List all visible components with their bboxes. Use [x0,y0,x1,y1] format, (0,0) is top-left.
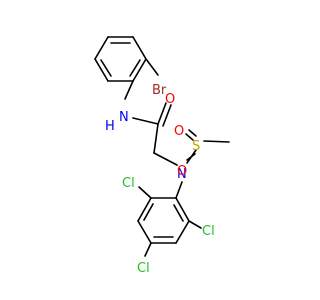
bond [124,80,134,100]
carbonyl-oxygen-label: O [165,92,175,107]
bond [175,220,190,244]
atom-labels: Br N H O N S O O Cl Cl Cl [105,83,215,276]
sulfonamide-nitrogen-label: N [177,167,187,182]
chlorine-2-label: Cl [122,176,135,191]
bond [137,220,152,244]
bond [145,58,159,76]
bond-inner [173,204,184,222]
chlorine-4-label: Cl [137,261,150,276]
sulfonyl-oxygen-top-label: O [174,124,184,139]
bond [157,102,167,125]
bond [153,152,178,166]
chlorine-5-label: Cl [202,224,215,239]
bonds [94,36,230,257]
structure-diagram: Br N H O N S O O Cl Cl Cl [94,36,230,276]
bond [94,58,109,82]
bond [132,58,147,82]
bromine-label: Br [152,83,167,98]
bond [203,140,230,143]
bond [144,242,152,257]
bond [188,220,202,229]
bond-inner [100,59,112,77]
amide-nitrogen-label: N [119,110,129,125]
sulfonyl-oxygen-bottom-label: O [177,164,187,179]
bond [162,104,172,127]
bond [137,197,152,222]
sulfur-label: S [192,139,200,154]
bond-inner [129,59,141,77]
bond [138,186,152,199]
bond [175,181,183,199]
bond-inner [143,203,154,221]
bond [186,153,196,161]
bond [132,117,159,125]
bond [188,129,197,137]
bond [132,36,147,60]
bond [94,36,109,60]
bond [185,133,194,141]
bond [153,123,159,154]
amide-hydrogen-label: H [105,119,115,134]
molecule-canvas: Br N H O N S O O Cl Cl Cl [94,36,230,276]
bond [175,197,190,222]
